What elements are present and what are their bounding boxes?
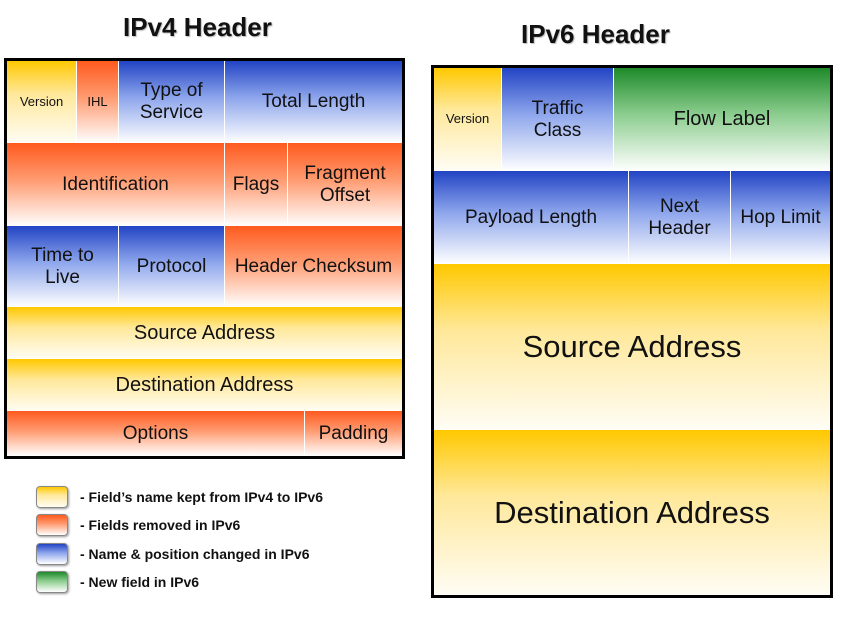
legend-swatch-removed [36, 514, 68, 536]
ipv6-header-table: Version Traffic Class Flow Label Payload… [431, 65, 833, 598]
legend-label-kept: - Field’s name kept from IPv4 to IPv6 [80, 489, 323, 505]
ipv6-version-field: Version [434, 68, 502, 171]
legend-label-new: - New field in IPv6 [80, 574, 200, 590]
ipv4-title: IPv4 Header [123, 12, 272, 42]
ipv4-total-length-field: Total Length [225, 61, 402, 143]
ipv4-tos-field: Type of Service [119, 61, 225, 143]
legend-item-removed: - Fields removed in IPv6 [36, 513, 240, 537]
legend-swatch-changed [36, 543, 68, 565]
ipv4-destination-address-field: Destination Address [7, 359, 402, 411]
ipv4-header-table: Version IHL Type of Service Total Length… [4, 58, 405, 459]
ipv6-payload-length-field: Payload Length [434, 171, 629, 264]
legend-swatch-kept [36, 486, 68, 508]
legend-item-kept: - Field’s name kept from IPv4 to IPv6 [36, 485, 323, 509]
ipv4-protocol-field: Protocol [119, 226, 225, 307]
ipv6-source-address-field: Source Address [434, 264, 830, 430]
ipv4-source-address-field: Source Address [7, 307, 402, 359]
ipv4-header-checksum-field: Header Checksum [225, 226, 402, 307]
ipv4-padding-field: Padding [305, 411, 402, 456]
ipv4-flags-field: Flags [225, 143, 288, 226]
legend-label-removed: - Fields removed in IPv6 [80, 517, 241, 533]
ipv4-identification-field: Identification [7, 143, 225, 226]
legend-item-new: - New field in IPv6 [36, 570, 199, 594]
ipv6-traffic-class-field: Traffic Class [502, 68, 614, 171]
legend-label-changed: - Name & position changed in IPv6 [80, 546, 310, 562]
ipv4-options-field: Options [7, 411, 305, 456]
ipv6-next-header-field: Next Header [629, 171, 731, 264]
ipv6-hop-limit-field: Hop Limit [731, 171, 830, 264]
ipv6-destination-address-field: Destination Address [434, 430, 830, 595]
ipv4-fragment-offset-field: Fragment Offset [288, 143, 402, 226]
legend-swatch-new [36, 571, 68, 593]
ipv6-flow-label-field: Flow Label [614, 68, 830, 171]
legend-item-changed: - Name & position changed in IPv6 [36, 542, 309, 566]
ipv4-ihl-field: IHL [77, 61, 119, 143]
ipv6-title: IPv6 Header [521, 19, 670, 49]
ipv4-ttl-field: Time to Live [7, 226, 119, 307]
ipv4-version-field: Version [7, 61, 77, 143]
